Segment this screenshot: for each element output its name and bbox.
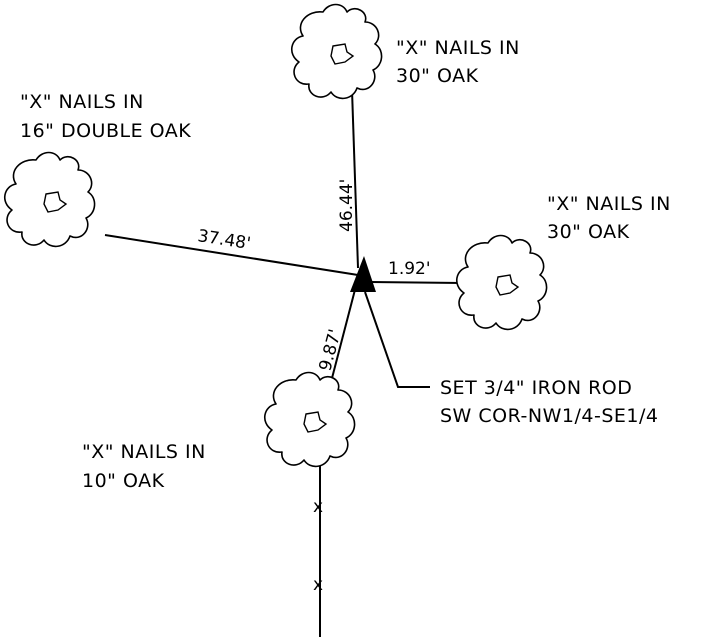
corner-leader-line (364, 291, 430, 388)
label-south-line2: 10" OAK (82, 470, 165, 492)
fence-x-mark: x (313, 497, 323, 517)
label-north-line1: "X" NAILS IN (396, 37, 520, 59)
label-north-line2: 30" OAK (396, 65, 479, 87)
tie-line-south (330, 281, 358, 383)
iron-rod-triangle-icon (350, 256, 376, 292)
corner-label-line2: SW COR-NW1/4-SE1/4 (440, 405, 658, 427)
distance-north: 46.44' (337, 179, 357, 232)
tie-line-north (351, 89, 359, 269)
tree-south (263, 371, 356, 468)
tie-line-west (104, 234, 359, 276)
label-west-line2: 16" DOUBLE OAK (20, 120, 191, 142)
label-east-line2: 30" OAK (547, 221, 630, 243)
svg-text:x: x (313, 497, 323, 517)
tie-line-east (369, 281, 463, 284)
label-west-line1: "X" NAILS IN (20, 91, 144, 113)
label-south-line1: "X" NAILS IN (82, 441, 206, 463)
distance-south: 9.87' (316, 327, 346, 373)
tree-east (455, 234, 548, 331)
tree-west (3, 151, 96, 248)
label-east-line1: "X" NAILS IN (547, 193, 671, 215)
distance-east: 1.92' (388, 259, 431, 279)
tree-north (290, 3, 383, 100)
svg-text:x: x (313, 575, 323, 595)
corner-label-line1: SET 3/4" IRON ROD (440, 377, 632, 399)
fence-x-mark: x (313, 575, 323, 595)
